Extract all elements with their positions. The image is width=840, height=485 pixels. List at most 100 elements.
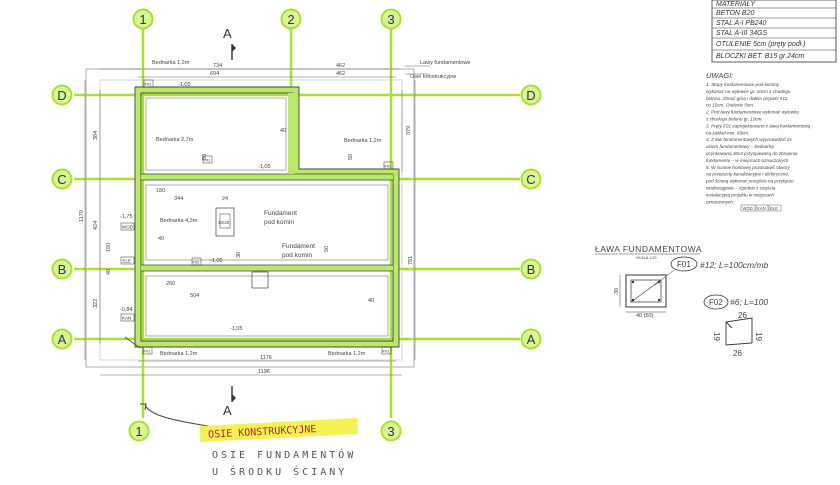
dim-40c: 40 [368, 298, 374, 304]
dim-322: 322 [93, 299, 99, 308]
stirrup-dim-top: 26 [738, 311, 747, 320]
dim-260: 260 [166, 281, 175, 287]
f01-tag [670, 256, 698, 272]
axis-bubble-1-top [132, 8, 154, 30]
notes-line: oznaczonych: [706, 199, 735, 204]
axis-label-C-left: C [57, 172, 66, 187]
notes-code-wod: WOD [743, 206, 753, 211]
axis-label-A-left: A [58, 332, 67, 347]
plan-tags: WOD ELE KAN F01 F01 F01 F02 F01 F01 [120, 79, 394, 355]
plan-outline [99, 79, 403, 361]
fundament-komin-a1: Fundament [264, 210, 297, 217]
section-markers: A A [223, 26, 236, 418]
materials-table: MATERIAŁY BETON B20 STAL A-I PB240 STAL … [711, 0, 837, 63]
footing-detail: ŁAWA FUNDAMENTOWA SKALA 1:20 40 (50) 30 … [595, 244, 769, 358]
notes-codes: WOD KAN ELE [740, 204, 782, 212]
notes-line: co 15cm, Otulenie 5cm. [706, 103, 754, 108]
dim-1170: 1170 [79, 210, 85, 222]
materials-row-2: STAL A-I PB240 [716, 20, 767, 27]
notes-line: betonu. Zbroić górą i dołem prętami #12 [706, 96, 788, 101]
notes-line: na zakład min. 60cm. [706, 130, 749, 135]
axis-bubble-D-left [51, 84, 73, 106]
axis-bubble-B-left [51, 258, 73, 280]
dim-462b: 462 [336, 71, 345, 77]
footing-rebar-box [630, 279, 662, 303]
axis-bubble-C-right [520, 168, 542, 190]
dim-40-left: 40 [106, 269, 112, 275]
axis-label-2-top: 2 [287, 12, 294, 27]
chimney-footing-1 [215, 207, 235, 237]
dim-384: 384 [93, 131, 99, 140]
room-B-outline [145, 275, 389, 337]
notes-block: UWAGI: 1. Stopy fundamentowe pod kominyw… [705, 71, 811, 212]
outer-wall-edge [134, 86, 400, 348]
dim-379: 379 [406, 126, 412, 135]
notes-line: fundamentu – w miejscach oznaczonych [706, 158, 789, 163]
axis-bubble-A-right [520, 328, 542, 350]
outer-wall [134, 86, 400, 348]
level-105d: -1,05 [230, 326, 243, 332]
bednarka-d1: Bednarka 1,2m [152, 60, 190, 66]
materials-row-5: BLOCZKI BET. B15 gr.24cm [716, 53, 804, 60]
axis-label-3-top: 3 [387, 12, 394, 27]
dim-24: 24 [222, 196, 228, 202]
axis-label-1-top: 1 [139, 12, 146, 27]
notes-line: instalacyjną projektu w miejscach [706, 192, 774, 197]
tag-f01-e: F01 [383, 349, 391, 354]
tag-f01-a: F01 [145, 82, 153, 87]
stirrup-dim-left: 19 [712, 332, 721, 341]
notes-line: ocynkowaną 30x3 przyspawaną do zbrojenia [706, 151, 798, 156]
dim-1196: 1196 [258, 369, 270, 375]
room-C-outline [145, 184, 389, 261]
dim-150: 150 [106, 243, 112, 252]
dim-50a: 50 [202, 154, 208, 160]
stirrup-shape [725, 317, 753, 346]
notes-line: wodociągowe – zgodnie z częścią [706, 186, 776, 191]
footing-scale: SKALA 1:20 [636, 256, 656, 260]
dim-40b: 40 [158, 236, 164, 242]
bednarka-27: Bednarka 2,7m [156, 137, 194, 143]
footing-height: 30 [614, 288, 620, 294]
bednarka-43: Bednarka 4,3m [160, 218, 198, 224]
notes-line: pod ścianą wykonać przejście na przyłącz… [705, 179, 794, 184]
dim-694: 694 [210, 71, 219, 77]
notes-line: 1. Stopy fundamentowe pod kominy [706, 82, 780, 87]
dimension-lines [84, 65, 430, 376]
outer-wall-inner-edge [140, 92, 394, 342]
plan-annotations: Bednarka 1,2m Bednarka 2,7m Bednarka 1,2… [120, 60, 382, 357]
f02-tag [703, 294, 729, 310]
f01-tag-text: F01 [677, 260, 691, 269]
dim-734: 734 [213, 63, 222, 69]
axis-bubble-D-right [520, 84, 542, 106]
notes-line: 2. Pod ławy fundamentowe wykonać wylewkę [705, 110, 799, 115]
axis-label-3-bottom: 3 [387, 424, 394, 439]
f02-spec: #6; L=100 [730, 297, 768, 307]
axis-label-A-right: A [527, 332, 536, 347]
tag-wod: WOD [122, 225, 134, 230]
label-osie: Osie konstrukcyjne [410, 74, 456, 80]
axis-label-D-right: D [526, 88, 535, 103]
label-lawy: Lawy fundamentowe [420, 60, 470, 66]
axis-bubble-3-bottom [380, 420, 402, 442]
axis-label-B-left: B [58, 262, 67, 277]
foundation-walls [134, 86, 400, 348]
dim-344: 344 [174, 196, 183, 202]
axis-bubble-A-left [51, 328, 73, 350]
footing-section [625, 274, 667, 308]
notes-line: 3. Pręty F01 zaprojektowano z ławą funda… [706, 123, 811, 128]
notes-line: uziom fundamentowy – bednarką [706, 144, 774, 149]
level-105a: -1,05 [178, 82, 191, 88]
notes-line: z chudego betonu gr. 10cm. [705, 117, 763, 122]
section-marker-top: A [223, 26, 232, 41]
axis-label-1-bottom: 1 [135, 424, 142, 439]
axis-bubbles: 1 2 3 1 3 D D C C B B A A [51, 8, 542, 442]
axis-label-D-left: D [57, 88, 66, 103]
handwritten-notes: OSIE KONSTRUKCYJNE OSIE FUNDAMENTÓW U ŚR… [124, 336, 359, 478]
bednarka-12d: Bednarka 1,2m [328, 351, 366, 357]
axis-bubble-B-right [520, 258, 542, 280]
dim-40a: 40 [280, 128, 286, 134]
tag-f01-d: F01 [144, 349, 152, 354]
dim-30: 30 [236, 252, 242, 258]
highlight-osie-konstrukcyjne [199, 417, 359, 443]
